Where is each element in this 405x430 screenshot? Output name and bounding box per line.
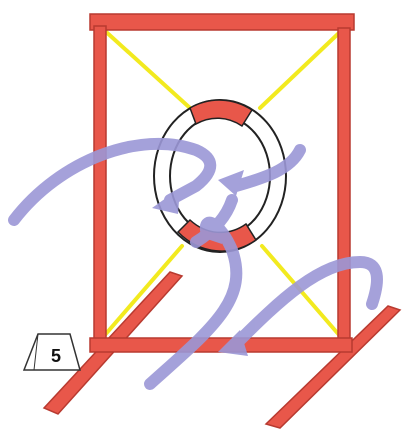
motion-arrow-icon [236, 262, 377, 344]
frame-left-post [94, 26, 106, 348]
right-foot-rail [266, 306, 400, 428]
step-tag-icon: 5 [24, 334, 80, 370]
frame-right-post [338, 28, 350, 348]
brace-top-left [104, 30, 190, 108]
frame-top-bar [90, 14, 354, 30]
step-number: 5 [51, 346, 61, 366]
brace-bottom-left [104, 246, 182, 336]
brace-top-right [260, 32, 340, 108]
